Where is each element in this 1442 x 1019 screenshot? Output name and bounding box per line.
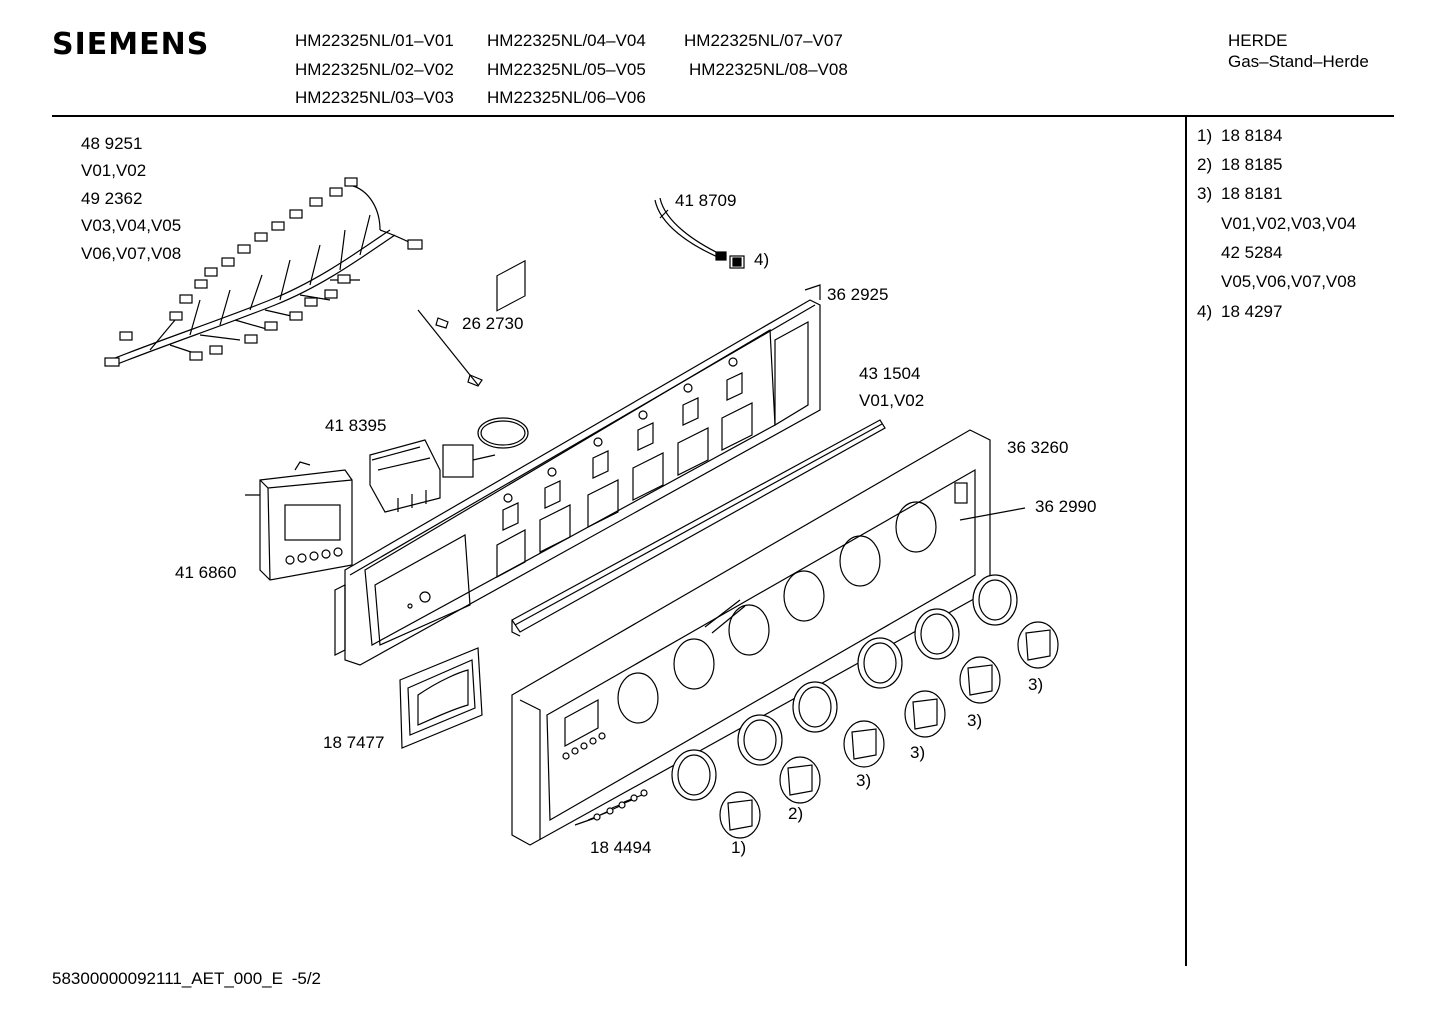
part-number-label: 36 3260	[1007, 438, 1069, 457]
part-number-label: 49 2362	[81, 189, 143, 208]
model-number: HM22325NL/02–V02	[295, 60, 454, 79]
variant-label: V03,V04,V05	[81, 216, 182, 235]
legend-value: 18 8185	[1221, 155, 1283, 174]
part-number-label: 41 8709	[675, 191, 737, 210]
door-handle	[399, 647, 483, 749]
part-reference-label: 3)	[1028, 675, 1044, 694]
part-reference-label: 3)	[967, 711, 983, 730]
category-subtitle: Gas–Stand–Herde	[1228, 52, 1369, 71]
control-bracket	[334, 259, 821, 666]
part-number-label: 18 7477	[323, 733, 385, 752]
header-divider	[52, 115, 1394, 117]
category-title: HERDE	[1228, 31, 1288, 50]
part-reference-label: 3)	[856, 771, 872, 790]
part-number-label: 48 9251	[81, 134, 143, 153]
part-number-label: 26 2730	[462, 314, 524, 333]
model-number: HM22325NL/04–V04	[487, 31, 646, 50]
document-number: 58300000092111_AET_000_E	[52, 969, 283, 988]
trim-strip	[511, 419, 886, 637]
part-number-label: 18 4494	[590, 838, 652, 857]
model-number: HM22325NL/07–V07	[684, 31, 843, 50]
page-number: -5/2	[291, 969, 322, 988]
rotary-switch	[369, 439, 496, 513]
part-reference-label: 1)	[731, 838, 747, 857]
variant-label: V01,V02	[81, 161, 147, 180]
wiring-harness	[104, 177, 423, 367]
model-number: HM22325NL/06–V06	[487, 88, 646, 107]
brand-logo: SIEMENS	[52, 27, 210, 62]
temperature-sensor	[417, 309, 529, 449]
part-reference-label: 3)	[910, 743, 926, 762]
knobs	[719, 621, 1059, 839]
electronic-timer	[245, 461, 353, 581]
legend-value: V05,V06,V07,V08	[1221, 272, 1357, 291]
model-number: HM22325NL/01–V01	[295, 31, 454, 50]
legend-value: 18 4297	[1221, 302, 1283, 321]
legend-divider	[1185, 116, 1187, 966]
model-number: HM22325NL/08–V08	[689, 60, 848, 79]
variant-label: V06,V07,V08	[81, 244, 182, 263]
document-id: 58300000092111_AET_000_E -5/2	[52, 969, 321, 989]
part-number-label: 41 8395	[325, 416, 387, 435]
legend-key: 4)	[1197, 302, 1213, 321]
cable	[654, 197, 745, 269]
legend-value: 18 8181	[1221, 184, 1283, 203]
part-reference-label: 4)	[754, 250, 770, 269]
model-number: HM22325NL/05–V05	[487, 60, 646, 79]
legend-key: 3)	[1197, 184, 1213, 203]
part-reference-label: 2)	[788, 804, 804, 823]
variant-label: V01,V02	[859, 391, 925, 410]
legend-value: 18 8184	[1221, 126, 1283, 145]
legend-value: V01,V02,V03,V04	[1221, 214, 1357, 233]
exploded-parts-drawing	[104, 177, 1059, 846]
part-number-label: 36 2990	[1035, 497, 1097, 516]
model-number: HM22325NL/03–V03	[295, 88, 454, 107]
screws	[574, 789, 648, 826]
legend-key: 2)	[1197, 155, 1213, 174]
part-number-label: 43 1504	[859, 364, 921, 383]
knob-bezels	[671, 574, 1018, 801]
legend-value: 42 5284	[1221, 243, 1283, 262]
legend-key: 1)	[1197, 126, 1213, 145]
part-number-label: 41 6860	[175, 563, 237, 582]
leader-lines	[659, 209, 1026, 521]
part-number-label: 36 2925	[827, 285, 889, 304]
